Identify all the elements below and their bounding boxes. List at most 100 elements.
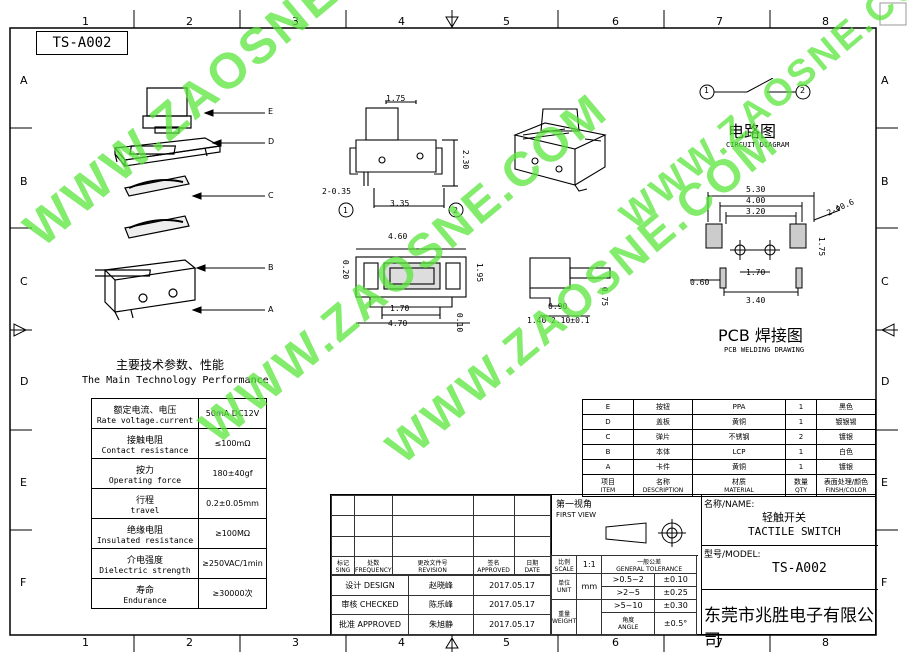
signoff-date: 2017.05.17 <box>473 594 551 616</box>
pcb-title-cn: PCB 焊接图 <box>718 326 803 345</box>
tolerance-label-en: GENERAL TOLERANCE <box>616 565 683 573</box>
weight-label-cn: 重量 <box>558 610 571 618</box>
header-en: FREQUENCY <box>355 566 392 574</box>
zone-col-2: 2 <box>186 636 193 649</box>
part-name: 卡件 <box>633 459 693 475</box>
signoff-date: 2017.05.17 <box>473 614 551 635</box>
signoff-role: 批准 APPROVED <box>331 614 409 635</box>
header-cn: 日期 <box>526 559 539 567</box>
param-en: Insulated resistance <box>96 535 194 545</box>
part-item: C <box>582 429 634 445</box>
zone-col-7: 7 <box>716 15 723 28</box>
scale-label-en: SCALE <box>554 565 574 573</box>
param-en: Dielectric strength <box>99 565 191 575</box>
header-en: SING <box>335 566 351 574</box>
signoff-date: 2017.05.17 <box>473 575 551 596</box>
scale-label-cn: 比例 <box>558 558 571 566</box>
param-cn: 行程 <box>135 495 154 506</box>
dim-pin-offset: 2-0.35 <box>322 187 351 196</box>
zone-col-3: 3 <box>292 636 299 649</box>
param-en: Operating force <box>108 475 182 485</box>
label-d: D <box>268 137 275 146</box>
part-qty: 2 <box>785 429 817 445</box>
signoff-role: 审核 CHECKED <box>331 594 409 616</box>
part-material: LCP <box>692 444 786 460</box>
dim-side-a: 0.90 <box>548 302 568 311</box>
first-angle-symbol <box>605 519 686 547</box>
dim-body-width: 4.60 <box>388 232 408 241</box>
param-value: ≥100MΩ <box>198 518 267 549</box>
finish-header-cn: 表面处理/颜色 <box>823 478 869 486</box>
part-finish: 镀银 <box>816 429 876 445</box>
part-name: 盖板 <box>633 414 693 430</box>
model-box: 型号/MODEL: TS-A002 <box>701 545 878 590</box>
weight-label-en: WEIGHT <box>552 617 577 625</box>
zone-col-4: 4 <box>398 636 405 649</box>
param-cn: 按力 <box>135 465 154 476</box>
zone-row-d: D <box>881 375 890 388</box>
header-cn: 标记 <box>336 559 349 567</box>
dim-foot: 0.10 <box>455 312 465 333</box>
dim-pcb-side: 1.75 <box>817 236 827 257</box>
tolerance-value: ±0.25 <box>654 585 697 600</box>
dim-side-c: 2.10±0.1 <box>551 316 590 325</box>
dim-side-left: 0.20 <box>341 259 351 280</box>
first-view-cn: 第一视角 <box>556 500 593 510</box>
part-material: 不锈钢 <box>692 429 786 445</box>
angle-label-cn: 角度 <box>622 617 635 625</box>
part-material: 黄铜 <box>692 459 786 475</box>
performance-title-en: The Main Technology Performance <box>82 375 269 386</box>
finish-header-en: FINSH/COLOR <box>825 487 867 494</box>
header-cn: 签名 <box>487 559 500 567</box>
zone-col-2: 2 <box>186 15 193 28</box>
zone-col-6: 6 <box>612 15 619 28</box>
item-header-cn: 项目 <box>601 478 615 486</box>
param-en: Rate voltage.current <box>96 415 194 425</box>
dim-pcb-total: 5.30 <box>746 185 766 194</box>
zone-col-4: 4 <box>398 15 405 28</box>
part-item: D <box>582 414 634 430</box>
tolerance-value: ±0.5° <box>654 611 697 636</box>
dim-pitch: 3.35 <box>390 199 410 208</box>
pin-2-marker: 2 <box>453 206 459 215</box>
part-qty: 1 <box>785 399 817 415</box>
param-en: Contact resistance <box>101 445 189 455</box>
param-value: ≤100mΩ <box>198 428 267 459</box>
header-cn: 处数 <box>367 559 380 567</box>
performance-title-cn: 主要技术参数、性能 <box>116 358 225 372</box>
material-header-cn: 材质 <box>732 478 746 486</box>
part-name: 按钮 <box>633 399 693 415</box>
dim-pcb-mid: 1.70 <box>746 268 766 277</box>
circuit-title-en: CIRCUIT DIAGRAM <box>726 141 790 149</box>
zone-col-7: 7 <box>716 636 723 649</box>
label-b: B <box>268 263 274 272</box>
product-name-en: TACTILE SWITCH <box>748 525 841 538</box>
dim-pcb-pad: 3.20 <box>746 207 766 216</box>
tolerance-label-cn: 一般公差 <box>637 558 662 566</box>
part-qty: 1 <box>785 444 817 460</box>
zone-col-8: 8 <box>822 636 829 649</box>
circuit-title-cn: 电路图 <box>728 122 777 141</box>
zone-row-d: D <box>20 375 29 388</box>
param-cn: 绝缘电阻 <box>126 525 163 536</box>
material-header-en: MATERIAL <box>724 487 754 494</box>
part-material: 黄铜 <box>692 414 786 430</box>
qty-header-en: QTY <box>794 487 808 494</box>
tolerance-range: >0.5~2 <box>601 573 656 587</box>
zone-row-c: C <box>20 275 28 288</box>
top-view-drawing <box>355 248 470 324</box>
iso-view-drawing <box>513 108 607 192</box>
